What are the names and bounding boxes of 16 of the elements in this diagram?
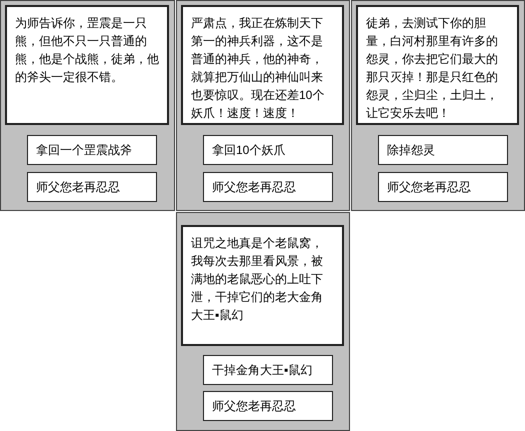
panel: [0, 0, 175, 211]
dialog-text-box: 严肃点，我正在炼制天下第一的神兵利器，这不是普通的神兵，他的神奇，就算把万仙山的神仙叫来也要惊叹。现在还差10个妖爪！速度！速度！: [181, 5, 344, 125]
panel: [176, 212, 350, 431]
dialog-text-box: 为师告诉你，罡震是一只熊，但他不只一只普通的熊，他是个战熊，徒弟，他的斧头一定很不错。: [5, 5, 169, 125]
dialog-text-box: 徒弟，去测试下你的胆量，白河村那里有许多的怨灵，你去把它们最大的那只灭掉！那是只红色的怨灵，尘归尘，土归土，让它安乐去吧！: [356, 5, 519, 125]
option-box: 拿回10个妖爪: [203, 135, 333, 165]
option-box: 除掉怨灵: [378, 135, 508, 165]
option-box: 干掉金角大王▪鼠幻: [203, 355, 333, 385]
dialog-text-box: 诅咒之地真是个老鼠窝，我每次去那里看风景，被满地的老鼠恶心的上吐下泄，干掉它们的老大金角大王▪鼠幻: [181, 225, 344, 346]
panel: [351, 0, 525, 211]
option-box: 师父您老再忍忍: [203, 172, 333, 202]
panel: [176, 0, 350, 211]
option-box: 师父您老再忍忍: [27, 172, 157, 202]
option-box: 师父您老再忍忍: [378, 172, 508, 202]
option-box: 师父您老再忍忍: [203, 391, 333, 421]
option-box: 拿回一个罡震战斧: [27, 135, 157, 165]
